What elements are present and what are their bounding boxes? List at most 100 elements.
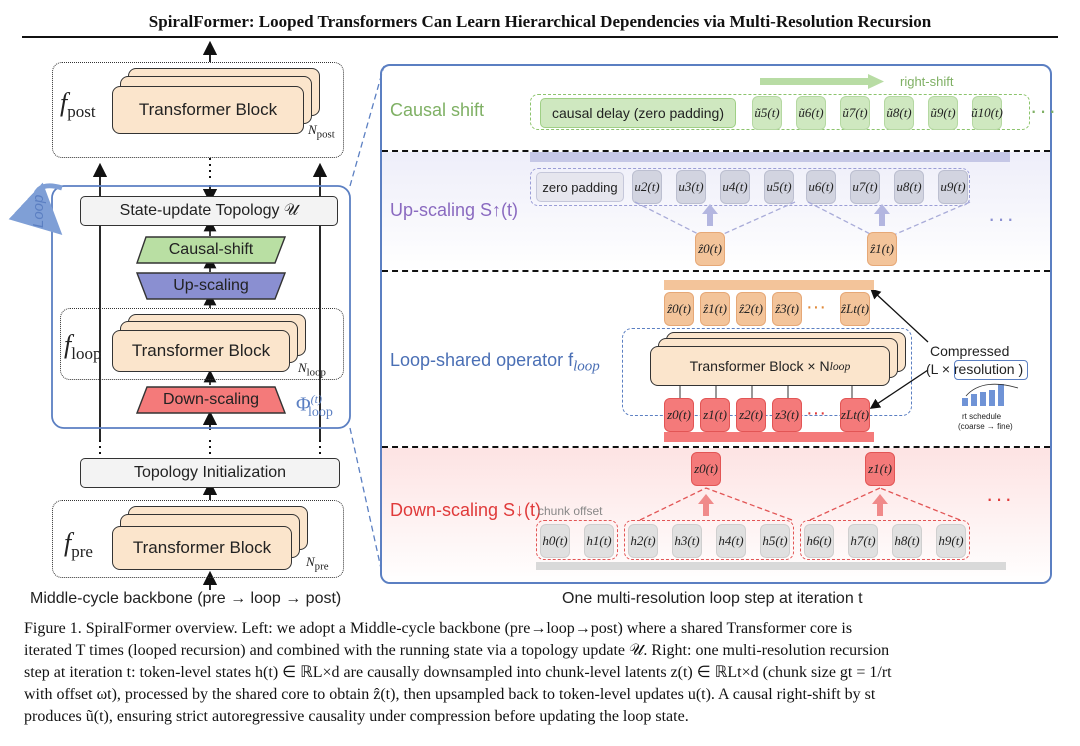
loop-operator-frame [622,328,912,416]
chunk-offset-label: chunk offset [538,504,603,518]
loop-label: Loop [30,194,47,228]
up-scaling-section-label: Up-scaling S↑(t) [390,200,519,220]
right-shift-arrow [760,74,884,89]
z-token-3: z3(t) [772,398,802,432]
up-token-b-1: u7(t) [850,170,880,204]
z-token-2: z2(t) [736,398,766,432]
pre-function: fpre [64,528,93,562]
up-scaling-shape [136,272,286,300]
down-z-token-0: z0(t) [691,452,721,486]
compressed-label: Compressed [930,343,1010,359]
caption-line-5: produces ũ(t), ensuring strict autoregre… [24,708,689,725]
down-ellipsis: ··· [986,486,1014,511]
up-token-a-0: u2(t) [632,170,662,204]
separator-2 [382,270,1050,272]
up-token-a-2: u4(t) [720,170,750,204]
compressed-arrows [870,290,929,409]
shift-frame [530,94,1030,130]
z-token-0: z0(t) [664,398,694,432]
zhat-bar [664,280,874,290]
paper-title: SpiralFormer: Looped Transformers Can Le… [148,12,932,31]
right-shift-label: right-shift [900,74,954,89]
caption-line-1: Figure 1. SpiralFormer overview. Left: w… [24,620,853,637]
z-bar [664,432,874,442]
schedule-bars-icon [962,383,1019,406]
chunk-frame-1 [624,520,794,560]
shift-ellipsis: ··· [1030,98,1058,123]
up-token-b-0: u6(t) [806,170,836,204]
up-scaling-label: Up-scaling [173,277,249,294]
shift-token-5: ũ10(t) [971,96,1003,130]
caption-line-2: iterated T times (looped recursion) and … [24,642,890,659]
h-bar [536,562,1006,570]
shift-token-3: ũ8(t) [884,96,914,130]
loop-operator-label: Loop-shared operator floop [390,350,600,375]
zhat-token-0: ẑ0(t) [664,292,694,326]
pre-group [52,500,344,578]
caption-line-4: with offset ωt), processed by the shared… [24,686,876,703]
compressed-formula: (L × resolution ) [926,361,1024,377]
up-token-a-3: u5(t) [764,170,794,204]
token-ellipsis-1: ··· [806,402,826,424]
left-caption: Middle-cycle backbone (pre → loop → post… [30,590,342,607]
h-token-7: h7(t) [848,524,878,558]
schedule-label-2: (coarse → fine) [958,422,1013,431]
zhat-token-1: ẑ1(t) [700,292,730,326]
upscale-frame [530,168,970,206]
z-token-4: zLt(t) [840,398,870,432]
post-transformer-block: Transformer Block [112,86,304,134]
up-token-b-2: u8(t) [894,170,924,204]
h-token-0: h0(t) [540,524,570,558]
h-token-1: h1(t) [584,524,614,558]
title-rule [22,36,1058,38]
h-token-4: h4(t) [716,524,746,558]
chunk-frame-0 [536,520,618,560]
h-token-3: h3(t) [672,524,702,558]
up-token-b-3: u9(t) [938,170,968,204]
shift-token-4: ũ9(t) [928,96,958,130]
down-scaling-label: Down-scaling [162,391,260,408]
zero-padding-box: zero padding [536,172,624,202]
post-function: fpost [60,88,96,122]
downscale-lines [639,487,961,521]
z-token-1: z1(t) [700,398,730,432]
separator-1 [382,150,1050,152]
h-token-2: h2(t) [628,524,658,558]
caption-line-3: step at iteration t: token-level states … [24,664,892,681]
shift-token-2: ũ7(t) [840,96,870,130]
h-token-8: h8(t) [892,524,922,558]
h-token-5: h5(t) [760,524,790,558]
causal-shift-section-label: Causal shift [390,100,485,120]
h-token-6: h6(t) [804,524,834,558]
upscale-bar [530,152,1010,162]
chunk-frame-2 [800,520,970,560]
phi-loop-label: Φ(t)loop [296,392,333,420]
causal-shift-label: Causal-shift [168,241,254,258]
h-token-9: h9(t) [936,524,966,558]
core-connectors [679,386,853,398]
post-n-label: Npost [308,122,335,141]
up-ellipsis: ··· [988,206,1016,231]
pre-n-label: Npre [306,554,329,573]
up-zhat-token-0: ẑ0(t) [695,232,725,266]
loop-function: floop [64,330,102,364]
down-scaling-section-label: Down-scaling S↓(t) [390,500,542,520]
loop-n-label: Nloop [298,360,326,379]
shift-token-1: ũ6(t) [796,96,826,130]
topology-initialization: Topology Initialization [80,458,340,488]
loop-group [60,308,344,380]
state-update-topology: State-update Topology 𝒰 [80,196,338,226]
right-caption: One multi-resolution loop step at iterat… [562,590,863,607]
resolution-highlight [954,360,1028,380]
up-zhat-token-1: ẑ1(t) [867,232,897,266]
causal-delay-box: causal delay (zero padding) [540,98,736,128]
up-token-a-1: u3(t) [676,170,706,204]
zhat-token-3: ẑ3(t) [772,292,802,326]
post-group [52,62,344,158]
token-ellipsis-0: ··· [806,296,826,318]
down-z-token-1: z1(t) [865,452,895,486]
zhat-token-4: ẑLt(t) [840,292,870,326]
upscale-lines [634,201,971,241]
